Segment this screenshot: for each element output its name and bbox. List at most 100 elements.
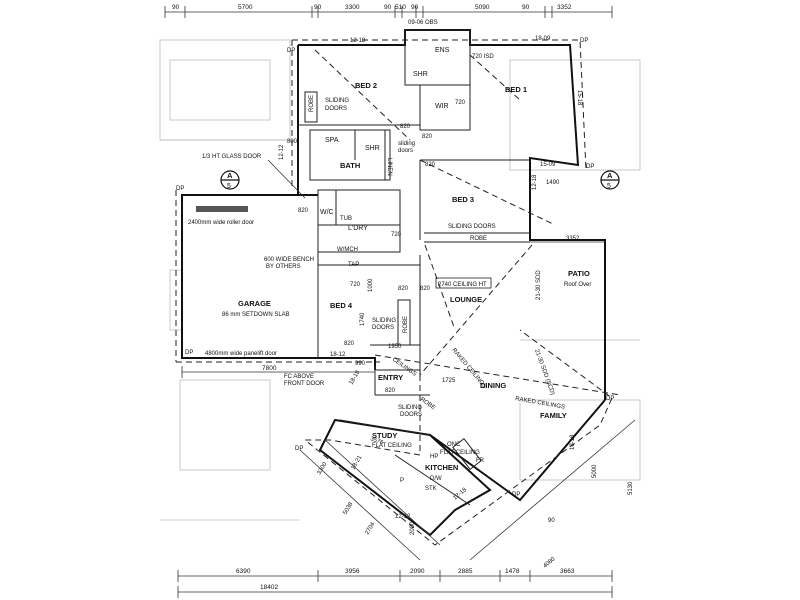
- section-number-right: 5: [607, 183, 611, 190]
- svg-text:5130: 5130: [628, 481, 634, 495]
- patio-sdd: 21-30 SDD: [536, 270, 542, 300]
- svg-text:18402: 18402: [260, 584, 278, 591]
- section-letter-right: A: [607, 171, 613, 180]
- room-wir: WIR: [435, 103, 449, 110]
- room-study: STUDY: [372, 431, 397, 440]
- dp-2: DP: [580, 38, 588, 44]
- roller-door-note: 2400mm wide roller door: [188, 220, 254, 226]
- door-sizes: 820 820 820 820 820 720 720 720 820 820 …: [287, 100, 466, 394]
- section-marker-left: A 5: [220, 170, 240, 190]
- svg-text:18-09: 18-09: [535, 36, 551, 42]
- svg-text:720: 720: [455, 100, 466, 106]
- room-shr-bath: SHR: [365, 145, 380, 152]
- svg-text:4080: 4080: [542, 556, 557, 570]
- room-spa: SPA: [325, 137, 339, 144]
- room-bed2: BED 2: [355, 81, 377, 90]
- dp-7: DP: [512, 492, 520, 498]
- room-garage: GARAGE: [238, 299, 271, 308]
- dp-5: DP: [185, 350, 193, 356]
- kitchen-hp: HP: [430, 454, 438, 460]
- roller-door: [196, 206, 248, 212]
- bench-note: 600 WIDE BENCH: [264, 257, 314, 263]
- svg-text:3956: 3956: [345, 568, 360, 575]
- hall-sliding-1: sliding: [398, 141, 415, 147]
- garage-width-dimension: 7800: [181, 365, 376, 378]
- isd-window: 720 ISD: [472, 54, 494, 60]
- svg-text:820: 820: [420, 286, 431, 292]
- room-bed1: BED 1: [505, 85, 527, 94]
- kitchen-ceiling-1: ONC: [447, 442, 461, 448]
- room-wc: W/C: [320, 209, 334, 216]
- svg-text:1725: 1725: [442, 378, 456, 384]
- ens-obs-window: 09-06 OBS: [408, 20, 438, 26]
- room-bed3: BED 3: [452, 195, 474, 204]
- svg-text:18-12: 18-12: [330, 352, 346, 358]
- study-sliding-1: SLIDING: [398, 405, 422, 411]
- svg-text:820: 820: [385, 388, 396, 394]
- room-patio: PATIO: [568, 269, 590, 278]
- svg-text:12-12: 12-12: [279, 144, 285, 160]
- svg-text:800: 800: [287, 139, 298, 145]
- fc-above-2: FRONT DOOR: [284, 381, 325, 387]
- dim-top-9: 90: [522, 4, 530, 11]
- bed2-sliding-1: SLIDING: [325, 98, 349, 104]
- family-sdd: 21-30 SDD (SCD): [533, 349, 555, 396]
- dim-top-5: 90: [384, 4, 392, 11]
- dp-1: DP: [287, 48, 295, 54]
- lounge-ceiling-box: [435, 277, 492, 289]
- glass-door-note: 1/3 HT GLASS DOOR: [202, 154, 262, 160]
- bed2-sliding-2: DOORS: [325, 106, 347, 112]
- svg-text:12-18: 12-18: [532, 174, 538, 190]
- svg-text:1490: 1490: [546, 180, 560, 186]
- svg-text:820: 820: [425, 162, 436, 168]
- room-family: FAMILY: [540, 411, 567, 420]
- room-ens: ENS: [435, 47, 450, 54]
- svg-text:2090: 2090: [410, 568, 425, 575]
- room-shr-ens: SHR: [413, 71, 428, 78]
- svg-text:18-21: 18-21: [351, 454, 364, 471]
- svg-text:3300: 3300: [317, 461, 329, 476]
- kitchen-dw: D/W: [430, 476, 442, 482]
- room-dining: DINING: [480, 381, 506, 390]
- svg-text:15-09: 15-09: [540, 162, 556, 168]
- svg-text:90: 90: [548, 518, 555, 524]
- dim-top-10: 3352: [557, 4, 572, 11]
- svg-text:7800: 7800: [262, 365, 277, 372]
- bottom-dimension-strings: 6390 3956 2090 2885 1478 3663 18402: [177, 568, 613, 598]
- dp-8: DP: [606, 396, 614, 402]
- dining-raked-ceilings: RAKED CEILINGS: [515, 396, 566, 411]
- room-lounge: LOUNGE: [450, 295, 482, 304]
- dp-6: DP: [295, 446, 303, 452]
- svg-text:12-18: 12-18: [452, 487, 468, 502]
- room-ldry: L'DRY: [348, 225, 368, 232]
- bed4-sliding-2: DOORS: [372, 325, 394, 331]
- dim-top-3: 90: [314, 4, 322, 11]
- room-linen: LINEN: [386, 158, 392, 176]
- kitchen-ceiling-2: FLAT CEILING: [440, 450, 480, 456]
- svg-text:3576: 3576: [369, 436, 384, 446]
- dim-top-4: 3300: [345, 4, 360, 11]
- svg-text:820: 820: [398, 286, 409, 292]
- study-sliding-2: DOORS: [400, 412, 422, 418]
- study-ceiling: FLAT CEILING: [372, 443, 412, 449]
- svg-text:1000: 1000: [368, 278, 374, 292]
- svg-text:820: 820: [422, 134, 433, 140]
- svg-text:2704: 2704: [365, 521, 377, 536]
- svg-text:720: 720: [391, 232, 402, 238]
- interior-walls: [182, 29, 530, 506]
- svg-text:12-18: 12-18: [350, 38, 366, 44]
- dp-4: DP: [176, 186, 184, 192]
- section-marker-right: A 5: [600, 170, 620, 190]
- section-letter-left: A: [227, 171, 233, 180]
- garage-slab-note: 86 mm SETDOWN SLAB: [222, 312, 290, 318]
- bed4-robe: ROBE: [403, 316, 409, 333]
- svg-text:6390: 6390: [236, 568, 251, 575]
- svg-text:2885: 2885: [458, 568, 473, 575]
- room-wmach: W/MCH: [337, 247, 358, 253]
- svg-text:12-12: 12-12: [395, 514, 411, 520]
- svg-text:820: 820: [344, 341, 355, 347]
- section-number-left: 5: [227, 183, 231, 190]
- dim-top-6: 510: [395, 4, 406, 11]
- top-dimension-string: 90 5700 90 3300 90 510 90 5090 90 3352: [164, 4, 613, 18]
